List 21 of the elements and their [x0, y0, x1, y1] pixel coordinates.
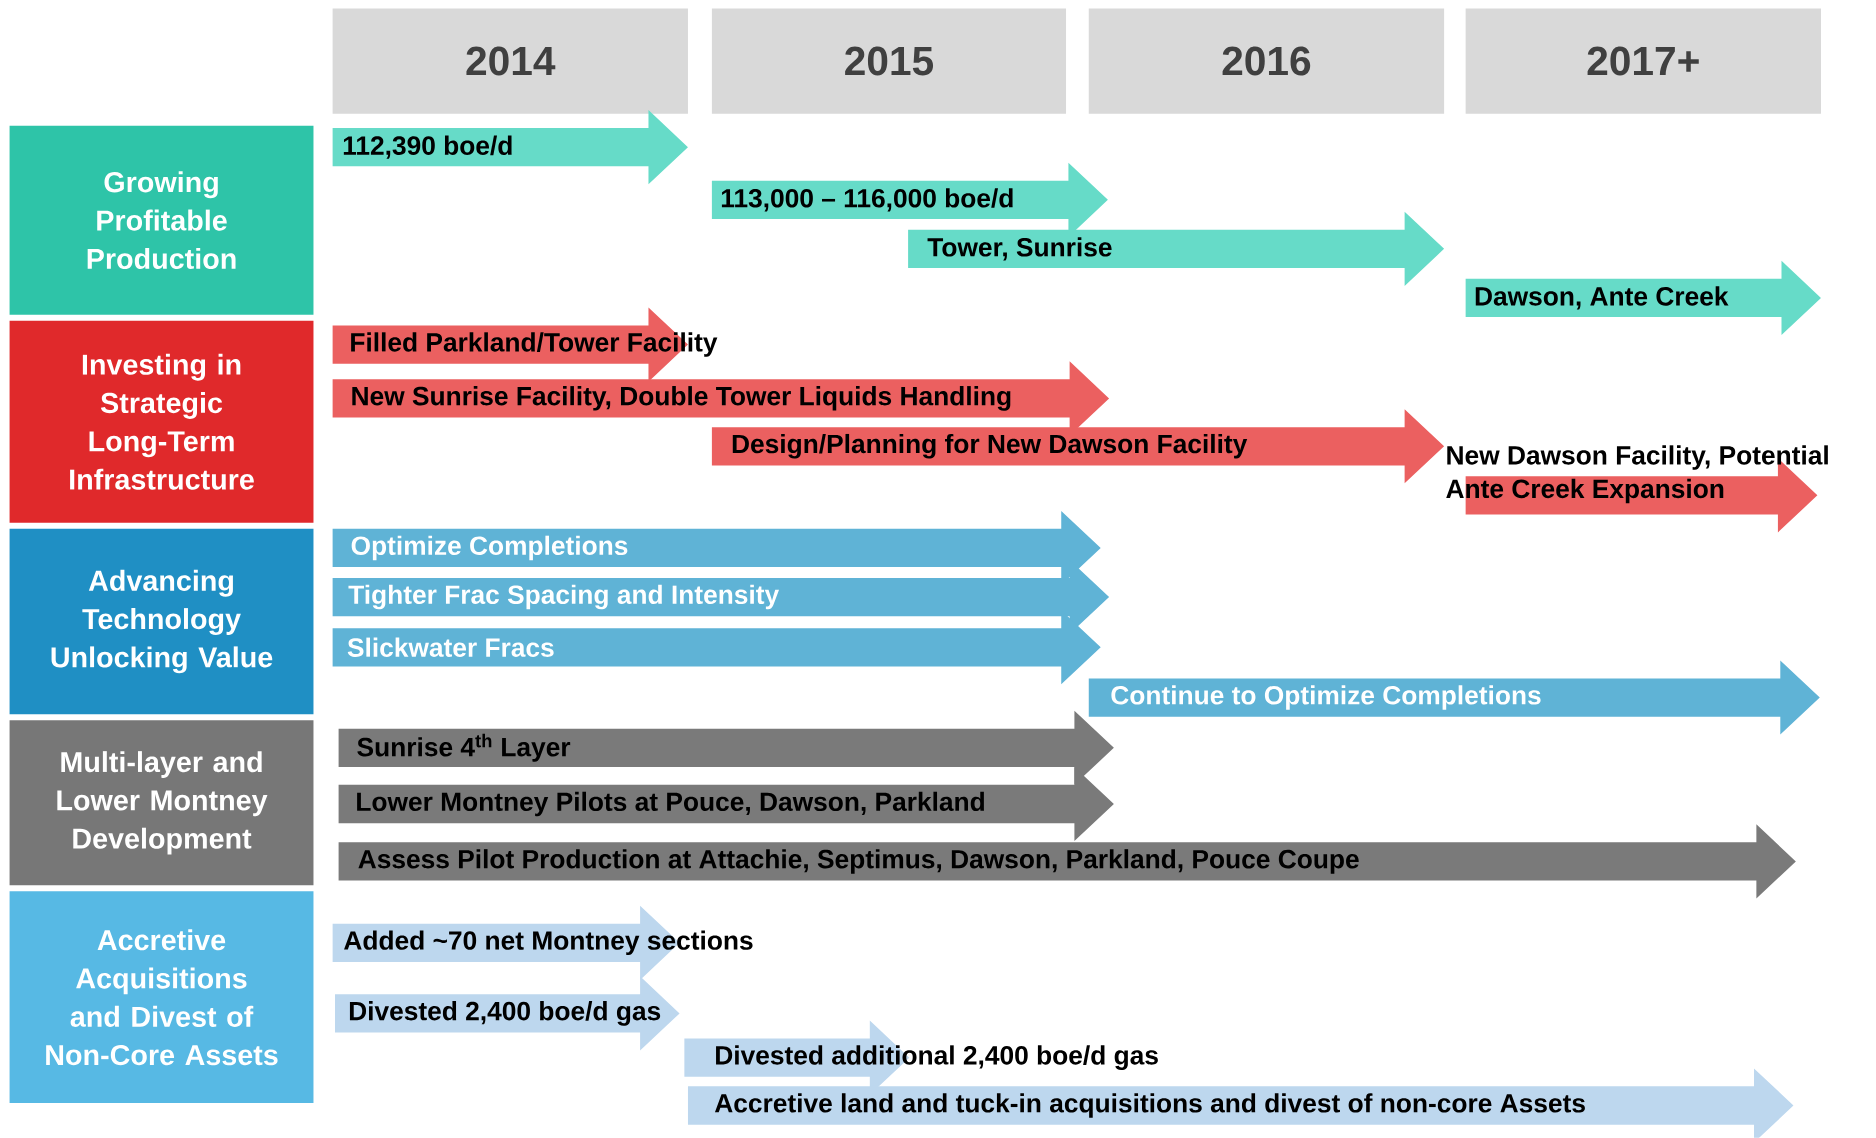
year-header: 2014: [332, 8, 688, 114]
category-box: Investing in Strategic Long-Term Infrastructure: [9, 320, 314, 523]
timeline-band: Divested 2,400 boe/d gas: [335, 976, 680, 1051]
timeline-band: Optimize Completions: [332, 511, 1101, 586]
timeline-band: Tower, Sunrise: [908, 211, 1445, 287]
timeline-band: Slickwater Fracs: [332, 610, 1101, 685]
year-header: 2016: [1088, 8, 1445, 114]
timeline-band: Continue to Optimize Completions: [1088, 660, 1820, 735]
year-header: 2015: [711, 8, 1067, 114]
timeline-band: Lower Montney Pilots at Pouce, Dawson, Parkland: [338, 767, 1114, 842]
timeline-band: Sunrise 4$^{th}$ Layer: [338, 710, 1114, 785]
timeline-band: 112,390 boe/d: [332, 110, 688, 185]
category-box: Advancing Technology Unlocking Value: [9, 528, 314, 715]
category-box: Multi-layer and Lower Montney Development: [9, 720, 314, 886]
timeline-band: Dawson, Ante Creek: [1465, 260, 1821, 336]
timeline-band: 113,000 – 116,000 boe/d: [711, 162, 1108, 237]
timeline-band: Assess Pilot Production at Attachie, Septimus, Dawson, Parkland, Pouce Coupe: [338, 824, 1796, 899]
category-box: Accretive Acquisitions and Divest of Non-Core Assets: [9, 891, 314, 1104]
year-header: 2017+: [1465, 8, 1821, 114]
category-box: Growing Profitable Production: [9, 125, 314, 315]
node-label: Design/Planning for New Dawson Facility: [732, 434, 1248, 459]
